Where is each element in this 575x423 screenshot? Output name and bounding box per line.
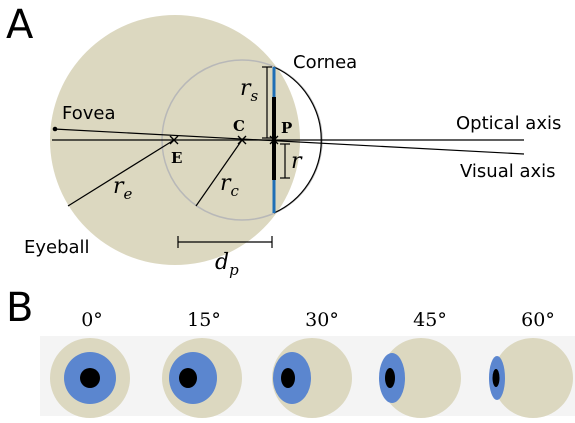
eyeball-radius-line	[67, 139, 175, 207]
r-label: r	[291, 149, 303, 174]
pupil-60	[492, 369, 500, 387]
point-e-marker	[169, 135, 179, 145]
re-label-sub: e	[124, 185, 133, 203]
pupil-45	[385, 368, 395, 388]
pupil-15	[179, 368, 197, 388]
cornea-radius-line	[195, 139, 243, 207]
point-p-label: P	[281, 119, 292, 137]
re-label: re	[113, 174, 133, 203]
point-c-label: C	[233, 117, 245, 135]
visual-axis-line	[53, 128, 525, 155]
angle-label-60: 60°	[521, 309, 555, 331]
point-e-label: E	[171, 149, 182, 167]
optical-axis-label: Optical axis	[456, 113, 561, 134]
pupil-0	[80, 368, 100, 388]
rc-label: rc	[220, 171, 240, 200]
fovea-point	[52, 126, 58, 132]
dp-label-base: d	[215, 250, 229, 275]
rs-label-base: r	[240, 76, 252, 101]
eyeball-60	[493, 338, 573, 418]
rc-label-base: r	[220, 171, 232, 196]
point-p-marker	[269, 135, 279, 145]
cornea-label: Cornea	[293, 52, 357, 73]
angle-label-15: 15°	[187, 309, 221, 331]
point-c-marker	[237, 135, 247, 145]
fovea-label: Fovea	[62, 103, 115, 124]
pupil-30	[281, 368, 295, 388]
angle-label-0: 0°	[81, 309, 103, 331]
visual-axis-label: Visual axis	[460, 161, 556, 182]
rs-label-sub: s	[251, 87, 259, 105]
angle-label-30: 30°	[305, 309, 339, 331]
rs-label: rs	[240, 76, 259, 105]
eyeball-label: Eyeball	[24, 237, 90, 258]
re-label-base: r	[113, 174, 125, 199]
eyeball-45	[381, 338, 461, 418]
dp-label: dp	[215, 250, 239, 279]
panel-a-letter: A	[6, 2, 34, 48]
angle-label-45: 45°	[413, 309, 447, 331]
dp-label-sub: p	[229, 261, 239, 279]
panel-b-letter: B	[6, 285, 33, 331]
rc-label-sub: c	[231, 182, 240, 200]
